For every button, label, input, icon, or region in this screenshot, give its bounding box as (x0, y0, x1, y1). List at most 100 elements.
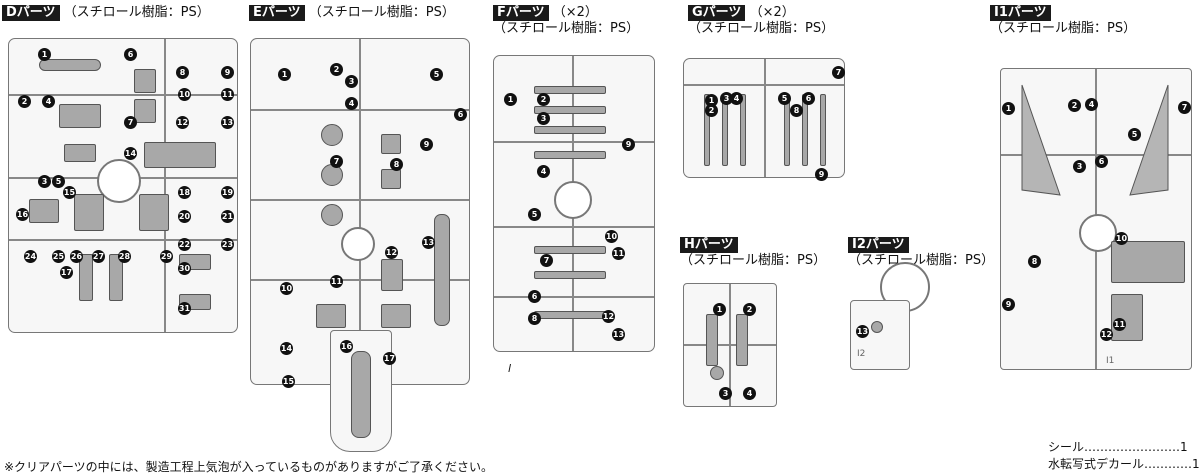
part-number-h: 1 (713, 303, 726, 316)
part-number-d: 29 (160, 250, 173, 263)
part-wing (39, 59, 101, 71)
part-number-e: 5 (430, 68, 443, 81)
part-rod (740, 94, 746, 166)
part-number-i1: 8 (1028, 255, 1041, 268)
part-number-i1: 5 (1128, 128, 1141, 141)
header-i2-parts: I2パーツ （スチロール樹脂：PS） (848, 237, 994, 269)
part-number-f: 4 (537, 165, 550, 178)
part-number-h: 4 (743, 387, 756, 400)
part-number-f: 8 (528, 312, 541, 325)
part-block (64, 144, 96, 162)
part-number-d: 28 (118, 250, 131, 263)
material-f: （スチロール樹脂：PS） (493, 21, 640, 36)
part-number-g: 9 (815, 168, 828, 181)
part-small (381, 134, 401, 154)
material-i2: （スチロール樹脂：PS） (848, 253, 995, 268)
part-number-f: 9 (622, 138, 635, 151)
part-number-i1: 3 (1073, 160, 1086, 173)
part-number-d: 14 (124, 147, 137, 160)
part-wing-right (1129, 84, 1169, 196)
tag-h: Hパーツ (680, 237, 738, 253)
part-rod (534, 151, 606, 159)
part-number-d: 19 (221, 186, 234, 199)
part-number-d: 10 (178, 88, 191, 101)
part-number-e: 10 (280, 282, 293, 295)
part-ball (710, 366, 724, 380)
part-number-d: 7 (124, 116, 137, 129)
part-rod (534, 126, 606, 134)
part-number-d: 11 (221, 88, 234, 101)
sprue-g (683, 58, 845, 178)
runner (494, 141, 654, 143)
part-block (381, 304, 411, 328)
header-i1-parts: I1パーツ （スチロール樹脂：PS） (990, 5, 1136, 37)
sprue-mark-f: l (508, 362, 512, 375)
part-number-i1: 9 (1002, 298, 1015, 311)
part-number-f: 3 (537, 112, 550, 125)
part-strut (706, 314, 718, 366)
part-strut (79, 254, 93, 301)
runner (164, 39, 166, 332)
part-rod (534, 86, 606, 94)
part-small (134, 69, 156, 93)
part-small (381, 169, 401, 189)
part-number-f: 10 (605, 230, 618, 243)
part-number-i1: 1 (1002, 102, 1015, 115)
part-number-i1: 2 (1068, 99, 1081, 112)
part-number-g: 3 (720, 92, 733, 105)
part-number-i1: 6 (1095, 155, 1108, 168)
part-number-d: 20 (178, 210, 191, 223)
tag-f: Fパーツ (493, 5, 549, 21)
part-number-d: 31 (178, 302, 191, 315)
part-number-f: 1 (504, 93, 517, 106)
part-number-e: 11 (330, 275, 343, 288)
part-number-d: 26 (70, 250, 83, 263)
part-engine (59, 104, 101, 128)
part-number-f: 12 (602, 310, 615, 323)
part-number-e: 14 (280, 342, 293, 355)
tag-g: Gパーツ (688, 5, 746, 21)
part-number-e: 6 (454, 108, 467, 121)
sprue-e (250, 38, 470, 385)
part-rod (534, 246, 606, 254)
part-strut (109, 254, 123, 301)
part-block (381, 259, 403, 291)
part-number-e: 8 (390, 158, 403, 171)
sprue-mark-i2: I2 (857, 349, 866, 359)
part-number-g: 7 (832, 66, 845, 79)
part-number-f: 7 (540, 254, 553, 267)
part-number-i1: 7 (1178, 101, 1191, 114)
part-number-i1: 10 (1115, 232, 1128, 245)
footnote: ※クリアパーツの中には、製造工程上気泡が入っているものがありますがご了承ください… (4, 460, 493, 474)
sprue-gate-ring (97, 159, 141, 203)
part-number-i1: 11 (1113, 318, 1126, 331)
sprue-gate-ring (341, 227, 375, 261)
part-number-d: 5 (52, 175, 65, 188)
part-number-d: 21 (221, 210, 234, 223)
part-number-d: 2 (18, 95, 31, 108)
part-number-g: 2 (705, 104, 718, 117)
part-number-e: 3 (345, 75, 358, 88)
runner (9, 94, 237, 96)
part-number-e: 2 (330, 63, 343, 76)
tag-d: Dパーツ (2, 5, 60, 21)
part-number-i1: 12 (1100, 328, 1113, 341)
part-number-d: 13 (221, 116, 234, 129)
part-number-e: 16 (340, 340, 353, 353)
part-number-d: 27 (92, 250, 105, 263)
part-number-d: 16 (16, 208, 29, 221)
runner (1001, 154, 1191, 156)
header-d-parts: Dパーツ （スチロール樹脂：PS） (2, 5, 210, 21)
part-number-i2: 13 (856, 325, 869, 338)
part-number-g: 8 (790, 104, 803, 117)
part-number-f: 2 (537, 93, 550, 106)
header-f-parts: Fパーツ （×2） （スチロール樹脂：PS） (493, 5, 639, 37)
part-number-f: 5 (528, 208, 541, 221)
part-number-e: 7 (330, 155, 343, 168)
material-h: （スチロール樹脂：PS） (680, 253, 827, 268)
extra-decal: 水転写式デカール…………1 (1048, 457, 1200, 471)
part-number-d: 12 (176, 116, 189, 129)
sprue-gate-ring (554, 181, 592, 219)
multiplier-f: （×2） (552, 5, 598, 20)
